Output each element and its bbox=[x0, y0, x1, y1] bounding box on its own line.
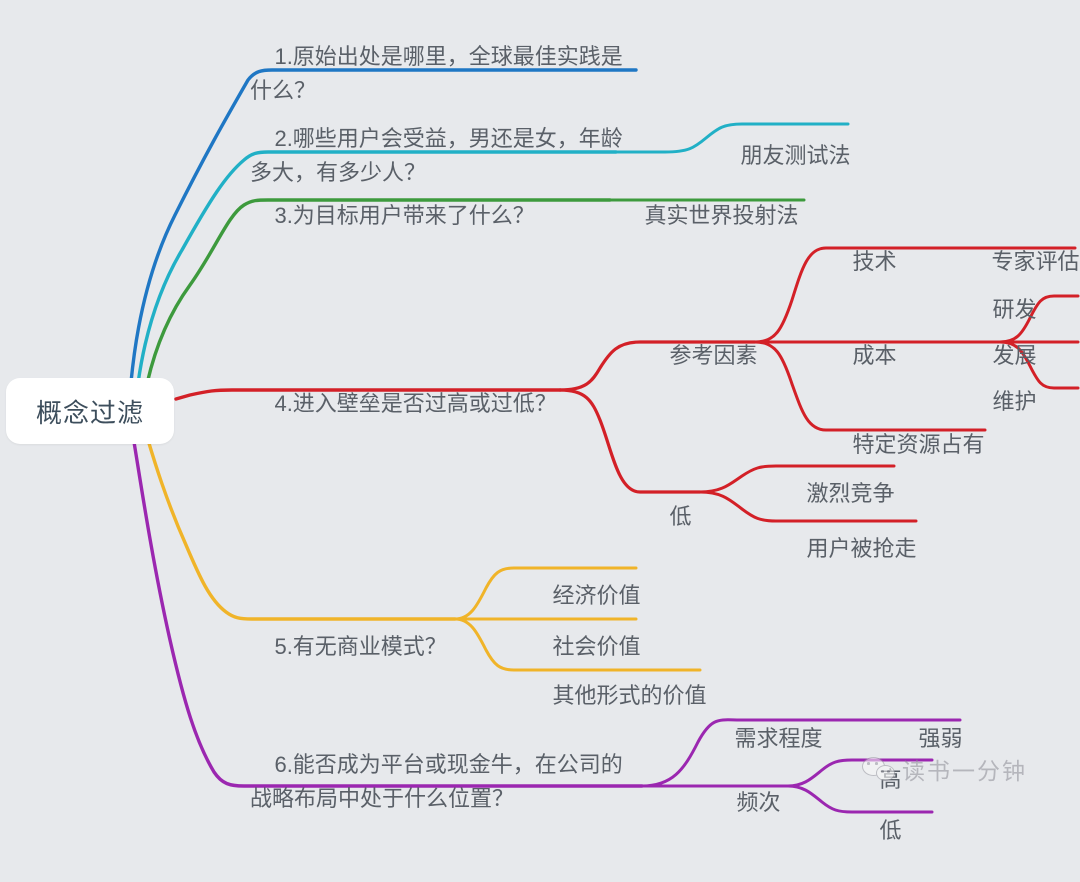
node-specific-resource[interactable]: 特定资源占有 bbox=[828, 394, 984, 496]
node-technology-label: 技术 bbox=[852, 249, 897, 274]
node-reference-factors-label: 参考因素 bbox=[669, 343, 758, 368]
node-frequency[interactable]: 频次 bbox=[712, 752, 780, 854]
node-b3-child-real-world-label: 真实世界投射法 bbox=[644, 203, 799, 228]
node-branch-6-label: 6.能否成为平台或现金牛，在公司的 战略布局中处于什么位置？ bbox=[250, 752, 623, 811]
mindmap-canvas: 概念过滤 1.原始出处是哪里，全球最佳实践是 什么？ 2.哪些用户会受益，男还是… bbox=[6, 44, 1080, 843]
node-technology[interactable]: 技术 bbox=[828, 211, 896, 313]
node-branch-5-label: 5.有无商业模式？ bbox=[274, 634, 447, 659]
node-low-barrier-label: 低 bbox=[669, 504, 692, 529]
node-branch-3-label: 3.为目标用户带来了什么？ bbox=[274, 203, 535, 228]
node-reference-factors[interactable]: 参考因素 bbox=[645, 305, 757, 407]
wechat-eye-4 bbox=[887, 770, 890, 773]
node-branch-4[interactable]: 4.进入壁垒是否过高或过低？ bbox=[250, 353, 557, 455]
node-specific-resource-label: 特定资源占有 bbox=[852, 432, 985, 457]
node-strength-label: 强弱 bbox=[918, 726, 963, 751]
node-demand-level-label: 需求程度 bbox=[734, 726, 823, 751]
root-node-label: 概念过滤 bbox=[35, 397, 144, 428]
watermark: 读书一分钟 bbox=[862, 752, 1027, 786]
node-low-barrier[interactable]: 低 bbox=[645, 466, 691, 568]
node-branch-3[interactable]: 3.为目标用户带来了什么？ bbox=[250, 165, 535, 267]
node-branch-4-label: 4.进入壁垒是否过高或过低？ bbox=[274, 391, 557, 416]
node-maintenance[interactable]: 维护 bbox=[968, 351, 1036, 453]
node-frequency-label: 频次 bbox=[736, 790, 781, 815]
root-node[interactable]: 概念过滤 bbox=[6, 378, 174, 444]
node-b3-child-real-world[interactable]: 真实世界投射法 bbox=[620, 165, 798, 267]
wechat-bubble-small bbox=[876, 765, 895, 781]
node-users-stolen[interactable]: 用户被抢走 bbox=[782, 498, 916, 600]
wechat-eye-1 bbox=[867, 762, 870, 765]
node-branch-5[interactable]: 5.有无商业模式？ bbox=[250, 596, 447, 698]
node-frequency-low-label: 低 bbox=[879, 818, 902, 843]
node-branch-6[interactable]: 6.能否成为平台或现金牛，在公司的 战略布局中处于什么位置？ bbox=[250, 714, 650, 850]
wechat-eye-3 bbox=[881, 770, 884, 773]
node-cost-label: 成本 bbox=[852, 343, 897, 368]
node-users-stolen-label: 用户被抢走 bbox=[806, 536, 917, 561]
node-other-value-label: 其他形式的价值 bbox=[552, 683, 707, 708]
wechat-icon bbox=[862, 755, 896, 783]
node-maintenance-label: 维护 bbox=[992, 389, 1037, 414]
connector-branch-5 bbox=[146, 438, 457, 621]
node-frequency-low[interactable]: 低 bbox=[855, 780, 901, 882]
node-cost[interactable]: 成本 bbox=[828, 305, 896, 407]
watermark-text: 读书一分钟 bbox=[902, 758, 1027, 784]
wechat-eye-2 bbox=[875, 762, 878, 765]
